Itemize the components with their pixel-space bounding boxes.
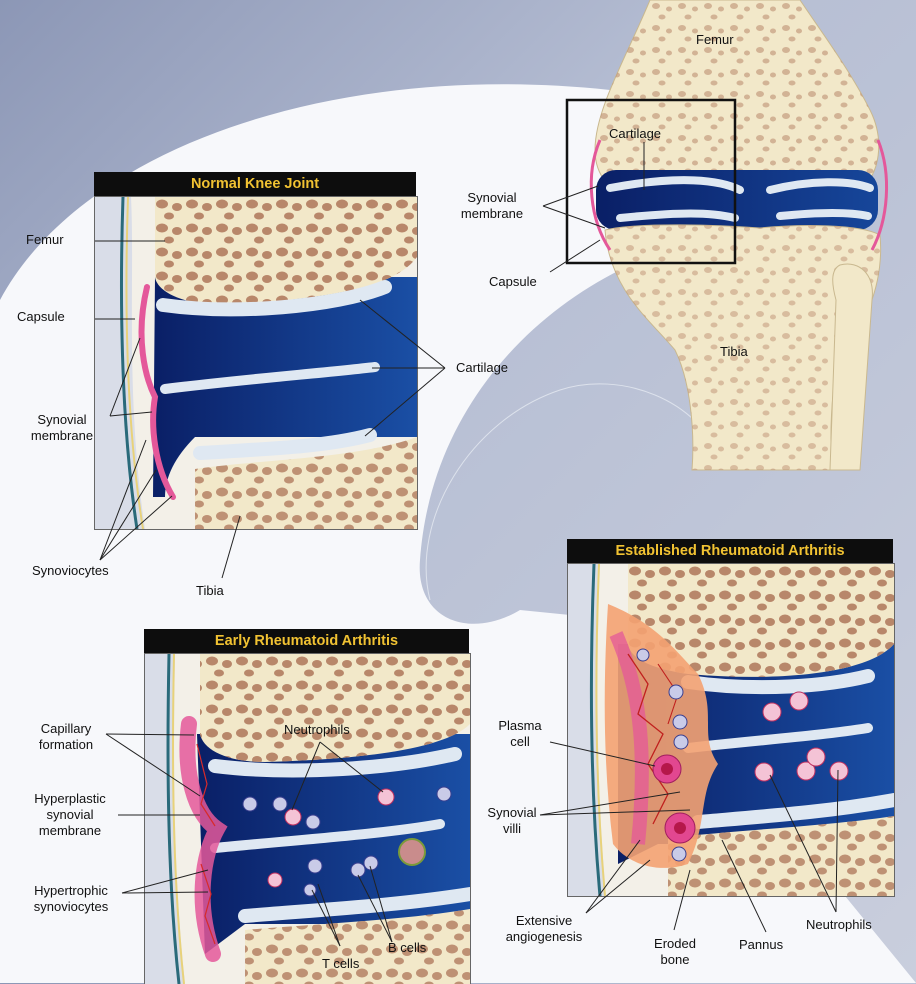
overview-cartilage-label: Cartilage [609, 126, 662, 141]
established-panel-title: Established Rheumatoid Arthritis [567, 539, 893, 563]
normal-synovial-line2: membrane [30, 428, 94, 443]
established-panel [567, 563, 895, 897]
established-villi-label: Synovial villi [476, 805, 548, 837]
established-villi-line1: Synovial [487, 805, 537, 820]
established-eroded-line1: Eroded [654, 936, 696, 951]
early-bcells-label: B cells [388, 940, 427, 955]
early-neutrophils-label: Neutrophils [284, 722, 350, 737]
overview-femur-label: Femur [696, 32, 734, 47]
early-panel [144, 653, 471, 984]
overview-synovial-label: Synovial membrane [452, 190, 532, 222]
early-capillary-line2: formation [38, 737, 94, 752]
overview-synovial-line2: membrane [460, 206, 524, 221]
early-tcells-label: T cells [322, 956, 360, 971]
established-neutrophils-label: Neutrophils [806, 917, 872, 932]
normal-synovial-label: Synovial membrane [20, 412, 104, 444]
early-hyperplastic-line2: synovial [46, 807, 94, 822]
early-capillary-label: Capillary formation [26, 721, 106, 753]
established-pannus-label: Pannus [739, 937, 784, 952]
overview-synovial-line1: Synovial [467, 190, 517, 205]
normal-capsule-label: Capsule [17, 309, 65, 324]
established-angiogenesis-line1: Extensive [515, 913, 573, 928]
normal-synovial-line1: Synovial [37, 412, 87, 427]
established-plasma-label: Plasma cell [490, 718, 550, 750]
early-hypertrophic-line1: Hypertrophic [34, 883, 108, 898]
established-angiogenesis-label: Extensive angiogenesis [494, 913, 594, 945]
established-eroded-line2: bone [660, 952, 690, 967]
overview-tibia-label: Tibia [720, 344, 748, 359]
normal-femur-label: Femur [26, 232, 64, 247]
early-joint-art [145, 654, 470, 984]
early-panel-title: Early Rheumatoid Arthritis [144, 629, 469, 653]
overview-capsule-label: Capsule [489, 274, 537, 289]
early-hyperplastic-line1: Hyperplastic [34, 791, 106, 806]
normal-cartilage-label: Cartilage [456, 360, 509, 375]
normal-tibia-label: Tibia [196, 583, 224, 598]
established-plasma-line1: Plasma [498, 718, 542, 733]
normal-panel-title: Normal Knee Joint [94, 172, 416, 196]
early-hypertrophic-label: Hypertrophic synoviocytes [20, 883, 122, 915]
normal-synoviocytes-label: Synoviocytes [32, 563, 109, 578]
established-joint-art [568, 564, 894, 896]
early-hyperplastic-label: Hyperplastic synovial membrane [20, 791, 120, 839]
established-villi-line2: villi [502, 821, 522, 836]
established-angiogenesis-line2: angiogenesis [505, 929, 583, 944]
established-eroded-label: Eroded bone [640, 936, 710, 968]
established-plasma-line2: cell [510, 734, 530, 749]
early-capillary-line1: Capillary [40, 721, 92, 736]
early-hypertrophic-line2: synoviocytes [33, 899, 109, 914]
normal-panel [94, 196, 418, 530]
early-hyperplastic-line3: membrane [38, 823, 102, 838]
normal-joint-art [95, 197, 417, 529]
